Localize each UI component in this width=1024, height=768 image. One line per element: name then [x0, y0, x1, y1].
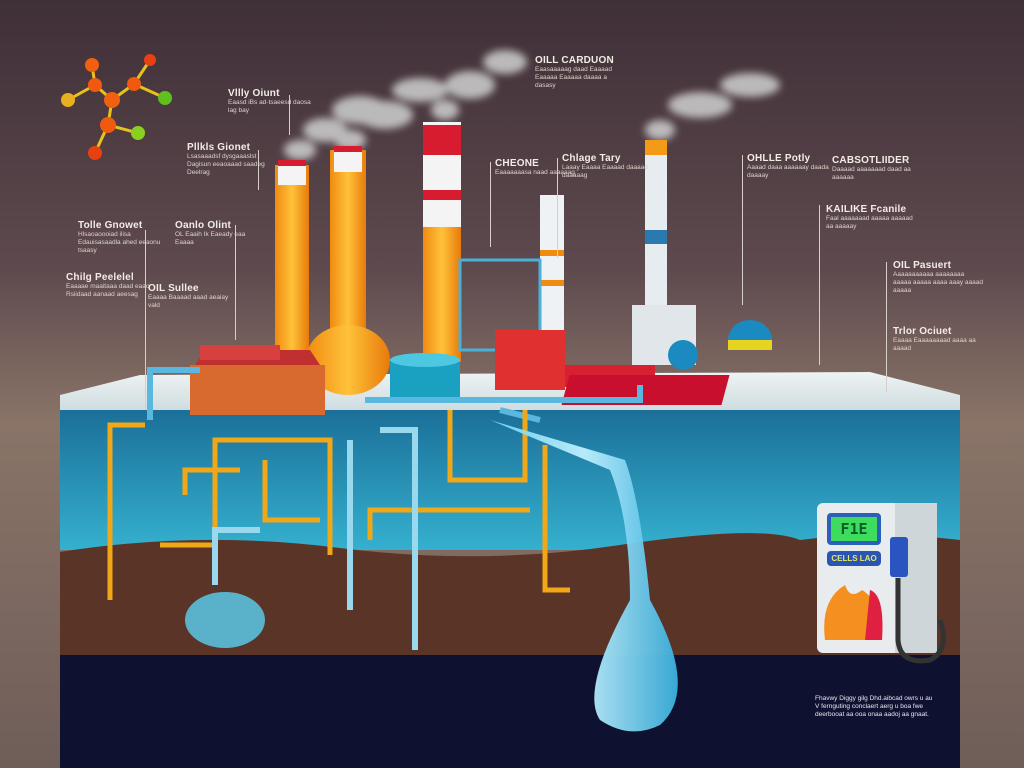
footnote: Fhavwy Diggy gilg Dhd.aibcad owrs u au V… — [815, 695, 933, 718]
leader-line — [557, 158, 558, 258]
leader-line — [886, 262, 887, 392]
leader-line — [490, 162, 491, 247]
leader-line — [819, 205, 820, 365]
leader-line — [742, 155, 743, 305]
smoke — [284, 50, 780, 160]
water-drop — [490, 420, 678, 732]
refinery-equipment — [147, 258, 772, 423]
molecule-icon — [61, 54, 172, 160]
underground-pipes — [107, 410, 570, 600]
leader-line — [235, 225, 236, 340]
water-pipes — [212, 427, 418, 650]
leader-line — [145, 230, 146, 410]
pump-machine — [185, 592, 265, 648]
pump-display-value: F1E — [831, 517, 877, 541]
pump-display: F1E — [827, 513, 881, 545]
leader-line — [258, 150, 259, 190]
pump-brand: CELLS LAO — [827, 551, 881, 566]
chimney-stacks — [275, 122, 696, 395]
leader-line — [289, 95, 290, 135]
